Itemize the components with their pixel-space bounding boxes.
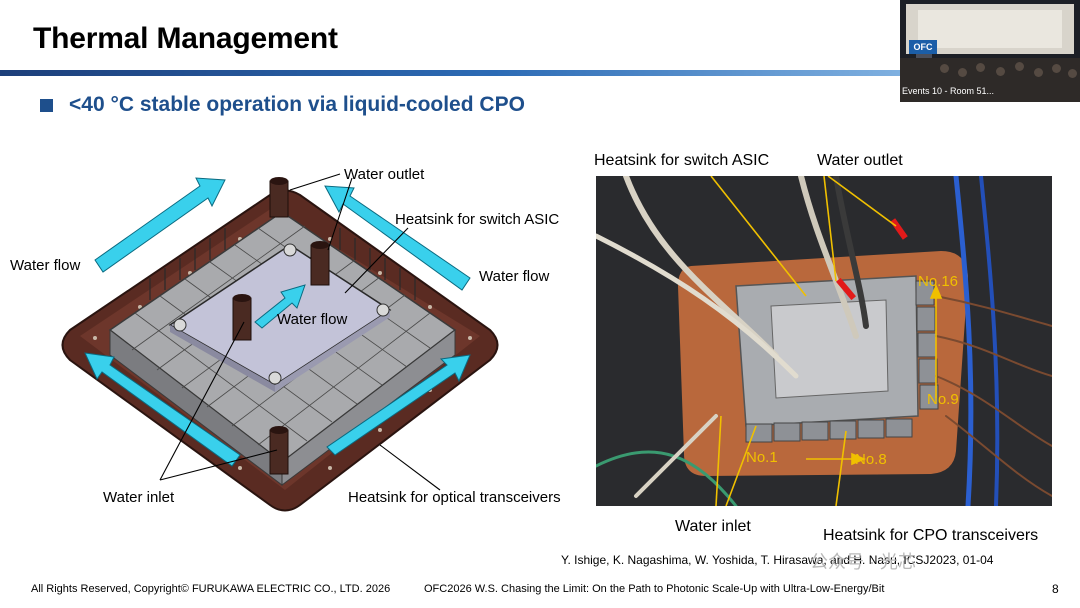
cad-diagram: Water outlet Heatsink for switch ASIC Wa… [0,150,590,570]
left-label-water-inlet: Water inlet [103,489,175,506]
square-bullet-icon [40,98,53,112]
title-divider [0,70,900,76]
right-label-water-inlet: Water inlet [675,518,751,535]
citation: Y. Ishige, K. Nagashima, W. Yoshida, T. … [561,553,994,567]
left-label-water-flow-left: Water flow [10,257,81,274]
cad-rendering [61,173,499,512]
webcam-caption: Events 10 - Room 51... [902,86,995,96]
right-label-heatsink-switch-asic: Heatsink for switch ASIC [594,152,770,169]
photo-label-no8: No.8 [855,451,887,468]
left-label-water-outlet: Water outlet [344,166,425,183]
bullet-text: <40 °C stable operation via liquid-coole… [69,93,525,116]
page-number: 8 [1052,582,1059,596]
photo-label-no9: No.9 [927,391,959,408]
slide-title: Thermal Management [33,22,338,55]
prototype-photo: No.16 No.9 No.1 No.8 [596,176,1052,506]
photo-label-no1: No.1 [746,449,778,466]
right-label-water-outlet: Water outlet [817,152,903,169]
left-label-heatsink-switch-asic: Heatsink for switch ASIC [395,211,560,228]
bullet-point: <40 °C stable operation via liquid-coole… [40,93,525,117]
footer-copyright: All Rights Reserved, Copyright© FURUKAWA… [31,583,391,595]
webcam-video[interactable]: OFC Events 10 - Room 51... [900,0,1080,102]
left-label-water-flow-right: Water flow [479,268,550,285]
left-label-water-flow-center: Water flow [277,311,348,328]
footer-workshop: OFC2026 W.S. Chasing the Limit: On the P… [424,583,885,595]
webcam-audience [900,58,1080,102]
left-label-heatsink-optical: Heatsink for optical transceivers [348,489,561,506]
right-label-heatsink-cpo: Heatsink for CPO transceivers [823,527,1039,544]
watermark: 公众号 · 光芯 [810,552,916,572]
flow-arrows [84,177,471,467]
photo-label-no16: No.16 [918,273,959,290]
webcam-logo: OFC [909,40,937,54]
